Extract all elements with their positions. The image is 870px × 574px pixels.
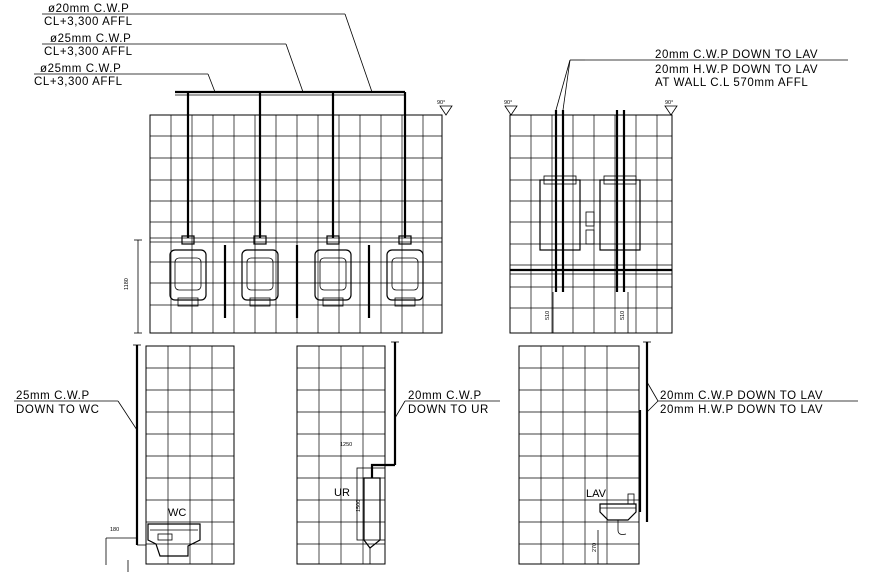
ur-wall-section: UR 1250 1500 (296, 341, 399, 565)
lavatory-wall-elevation: 510 510 90° 90° (504, 59, 678, 334)
lav-wall-section: LAV 270 (518, 341, 651, 565)
note-line: CL+3,300 AFFL (44, 46, 133, 58)
ur-label: UR (334, 487, 350, 499)
urinal-wall-elevation: 1180 90° (124, 90, 453, 334)
annotation-leaders (14, 13, 858, 431)
ur-side-dimension: 1250 (340, 442, 352, 448)
ur-pipe-note: 20mm C.W.P DOWN TO UR (408, 390, 489, 416)
wc-pipe-note: 25mm C.W.P DOWN TO WC (16, 390, 100, 416)
note-line: 20mm C.W.P DOWN TO LAV (655, 49, 818, 61)
note-line: 25mm C.W.P (16, 390, 90, 402)
supply-header-pipe (175, 90, 407, 238)
note-line: 20mm C.W.P DOWN TO LAV (660, 390, 823, 402)
lav-label: LAV (586, 488, 607, 500)
lavatory-riser-pipes (554, 59, 626, 292)
note-line: 20mm C.W.P (408, 390, 482, 402)
angle-marker (504, 105, 518, 116)
urinal-height-dimension: 1180 (124, 278, 130, 290)
urinal-wall-tile-grid (149, 114, 443, 334)
angle-label: 90° (504, 100, 512, 106)
mirror (539, 179, 581, 251)
wc-wall-section: WC 180 (105, 344, 235, 572)
note-line: CL+3,300 AFFL (34, 76, 123, 88)
note-line: DOWN TO WC (16, 404, 100, 416)
angle-marker (664, 105, 678, 116)
note-line: ø25mm C.W.P (50, 33, 131, 45)
lav-pipe-note: 20mm C.W.P DOWN TO LAV 20mm H.W.P DOWN T… (660, 390, 823, 416)
top-right-pipe-notes: 20mm C.W.P DOWN TO LAV 20mm H.W.P DOWN T… (655, 49, 818, 89)
note-line: AT WALL C.L 570mm AFFL (655, 77, 808, 89)
ur-low-dimension: 1500 (356, 500, 362, 512)
lav-basin-fixture (599, 493, 637, 535)
note-line: ø20mm C.W.P (48, 3, 129, 15)
note-line: 20mm H.W.P DOWN TO LAV (655, 64, 818, 76)
lavatory-wall-tile-grid (509, 114, 673, 334)
ur-wall-tile-grid (296, 345, 386, 565)
soap-dispenser (585, 211, 595, 227)
urinal-fixture (169, 235, 207, 307)
angle-label: 90° (437, 100, 445, 106)
angle-marker (439, 105, 453, 116)
lav-wall-tile-grid (518, 345, 640, 565)
angle-label: 90° (665, 100, 673, 106)
lav-right-dimension: 510 (620, 311, 626, 320)
wc-wall-tile-grid (145, 345, 235, 565)
note-line: CL+3,300 AFFL (44, 16, 133, 28)
urinal-fixture (314, 235, 352, 307)
lav-low-dimension: 270 (592, 543, 598, 552)
lav-left-dimension: 510 (545, 311, 551, 320)
wc-fixture (147, 523, 201, 557)
urinal-section-fixture (356, 467, 386, 564)
wc-side-dimension: 180 (110, 527, 119, 533)
urinal-fixture (386, 235, 424, 307)
wc-label: WC (168, 507, 186, 519)
ur-branch-pipe (370, 463, 395, 478)
top-left-pipe-notes: ø20mm C.W.P CL+3,300 AFFL ø25mm C.W.P CL… (34, 3, 133, 88)
note-line: DOWN TO UR (408, 404, 489, 416)
urinal-fixture (241, 235, 279, 307)
mirror (599, 179, 641, 251)
note-line: ø25mm C.W.P (40, 63, 121, 75)
soap-dispenser (585, 229, 595, 245)
note-line: 20mm H.W.P DOWN TO LAV (660, 404, 823, 416)
